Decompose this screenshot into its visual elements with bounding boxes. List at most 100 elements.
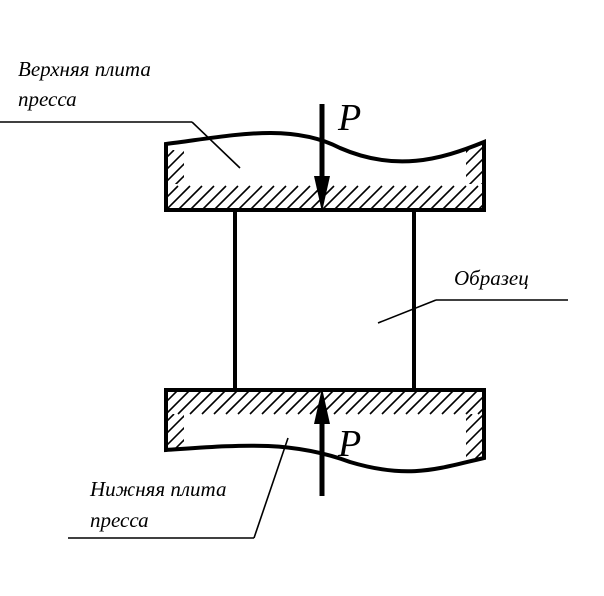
hatch-line [466,146,484,166]
hatch-line [285,185,311,210]
hatch-line [201,185,227,210]
hatch-line [466,436,484,458]
hatch-line [285,390,311,415]
specimen [233,210,416,390]
hatch-line [237,185,263,210]
hatch-line [261,390,287,415]
hatch-line [114,150,150,186]
hatch-line [429,390,455,415]
hatch-line [126,150,162,186]
hatch-line [466,156,484,178]
hatch-line [189,390,215,415]
hatch-line [486,414,532,460]
hatch-line [490,390,514,414]
hatch-line [429,185,455,210]
hatch-line [201,390,227,415]
hatch-line [381,390,407,415]
hatch-line [393,185,419,210]
hatch-line [166,414,184,436]
hatch-line [198,150,234,186]
hatch-line [126,414,162,450]
hatch-line [166,426,184,448]
hatch-line [186,150,222,186]
hatch-line [174,438,184,448]
hatch-line [166,390,191,415]
specimen-leader [377,299,568,324]
hatch-line [166,414,175,424]
hatch-line [166,150,175,160]
hatch-line [417,390,443,415]
hatch-line [502,186,526,210]
hatch-line [502,390,526,414]
force-label-top: P [337,97,361,139]
hatch-line [186,414,222,450]
hatch-line [516,146,556,186]
lower-plate-outline [164,388,486,474]
hatch-line [166,186,167,188]
upper-plate-hatching [166,185,526,210]
hatch-line [474,448,484,458]
lower-plate-leader [68,437,289,539]
hatch-line [528,146,568,186]
force-arrow-top-head [314,176,330,212]
hatch-line [405,390,431,415]
hatch-line [477,406,484,415]
hatch-line [453,390,479,415]
hatch-line [441,185,467,210]
hatch-line [225,390,251,415]
hatch-line [357,390,383,415]
hatch-line [405,185,431,210]
hatch-line [213,390,239,415]
hatch-line [357,185,383,210]
hatch-line [510,414,556,460]
hatch-line [261,185,287,210]
hatch-line [321,185,347,210]
lower-plate-label-line2: пресса [90,508,149,532]
hatch-line [166,150,184,172]
force-label-bottom: P [337,423,361,465]
hatch-line [490,186,514,210]
hatch-line [381,185,407,210]
force-arrow-top [314,104,330,212]
hatch-line [166,390,179,404]
lower-plate-label-line1: Нижняя плита [89,477,226,501]
upper-plate-label-line2: пресса [18,87,77,111]
specimen-label: Образец [454,266,529,290]
force-arrow-bottom-head [314,388,330,424]
hatch-line [466,424,484,446]
lower-plate-hatching [166,390,526,415]
hatch-line [177,390,203,415]
hatch-line [273,185,299,210]
hatch-line [466,414,473,422]
hatch-line [177,185,203,210]
lower-plate-left-hatching [114,414,222,450]
hatch-line [297,390,323,415]
hatch-line [114,414,150,450]
hatch-line [466,414,484,434]
hatch-line [174,174,184,184]
hatch-line [249,390,275,415]
hatch-line [333,185,359,210]
hatch-line [414,414,460,460]
lower-plate-right-hatching [414,414,556,460]
upper-plate-label-line1: Верхняя плита [18,57,151,81]
hatch-line [273,390,299,415]
hatch-line [441,390,467,415]
hatch-line [249,185,275,210]
hatch-line [504,146,544,186]
hatch-line [189,185,215,210]
hatch-line [166,185,179,200]
force-arrow-bottom [314,388,330,496]
upper-plate-outline [164,130,486,212]
hatch-line [498,414,544,460]
hatch-line [369,185,395,210]
hatch-line [166,162,184,184]
hatch-line [345,185,371,210]
hatch-line [345,390,371,415]
upper-plate-leader [0,121,241,169]
hatch-line [465,394,484,415]
hatch-line [225,185,251,210]
hatch-line [166,390,167,392]
hatch-line [465,190,484,210]
